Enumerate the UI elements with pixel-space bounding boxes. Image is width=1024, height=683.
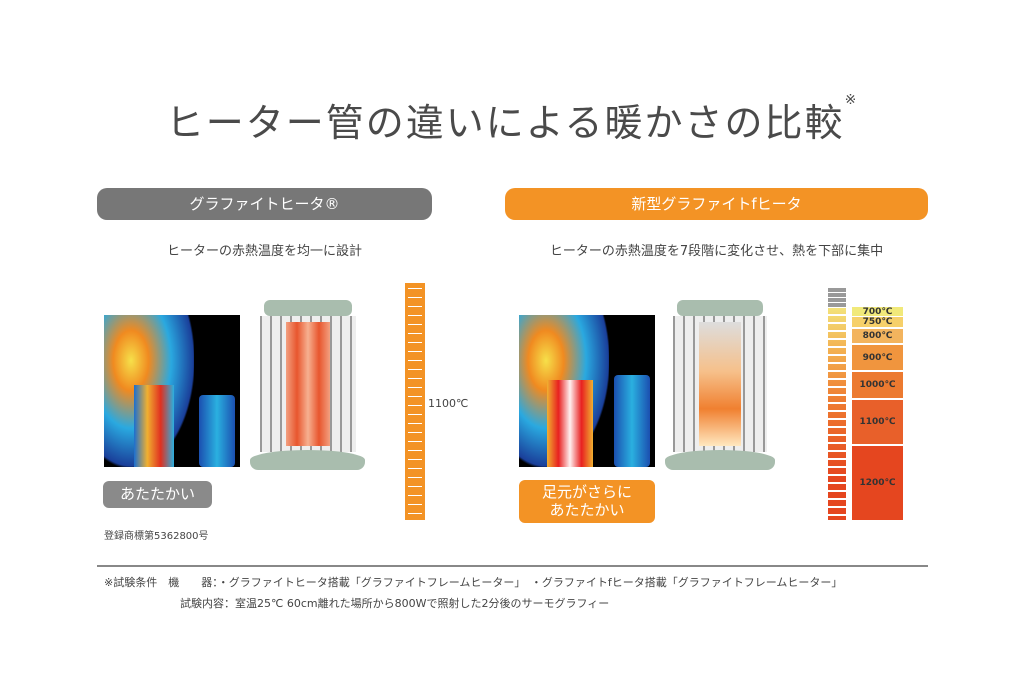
heater-tube-cap	[828, 288, 846, 308]
uniform-heater-tube	[405, 283, 425, 520]
footer-test-details: 試験内容：室温25℃ 60cm離れた場所から800Wで照射した2分後のサーモグラ…	[180, 597, 610, 610]
warm-badge-right: 足元がさらに あたたかい	[519, 480, 655, 523]
title-footnote-mark: ※	[844, 92, 859, 108]
temp-band-700: 700℃	[852, 307, 903, 317]
badge-line-2: あたたかい	[549, 501, 625, 519]
temp-band-1000: 1000℃	[852, 372, 903, 398]
footer-test-conditions: ※試験条件 機 器：・グラファイトヒータ搭載「グラファイトフレームヒーター」 ・…	[104, 576, 843, 589]
graded-heater-tube	[828, 308, 846, 520]
heater-image-right	[665, 300, 775, 470]
divider	[97, 565, 928, 567]
temp-band-1200: 1200℃	[852, 446, 903, 520]
graphite-heater-label: グラファイトヒータ®	[97, 188, 432, 220]
title-text: ヒーター管の違いによる暖かさの比較	[165, 101, 845, 145]
page-title: ヒーター管の違いによる暖かさの比較※	[0, 92, 1024, 147]
left-subtitle: ヒーターの赤熱温度を均一に設計	[166, 244, 362, 259]
temp-band-800: 800℃	[852, 329, 903, 343]
trademark-note: 登録商標第5362800号	[104, 531, 209, 542]
temp-band-900: 900℃	[852, 345, 903, 370]
warm-badge-left: あたたかい	[103, 481, 212, 508]
right-subtitle: ヒーターの赤熱温度を7段階に変化させ、熱を下部に集中	[549, 244, 884, 259]
thermal-image-left	[104, 315, 240, 467]
thermal-image-right	[519, 315, 655, 467]
left-temperature: 1100℃	[428, 397, 469, 410]
heater-image-left	[250, 300, 365, 470]
badge-line-1: 足元がさらに	[541, 483, 632, 501]
temp-band-750: 750℃	[852, 317, 903, 327]
new-graphite-f-heater-label: 新型グラファイトfヒータ	[505, 188, 928, 220]
temp-band-1100: 1100℃	[852, 400, 903, 444]
